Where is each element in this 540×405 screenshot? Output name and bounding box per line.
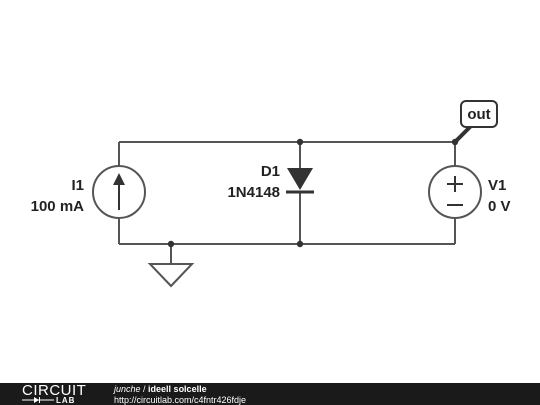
ground-icon <box>147 263 195 288</box>
circuit-url[interactable]: http://circuitlab.com/c4fntr426fdje <box>114 395 247 405</box>
voltage-source-v1[interactable] <box>428 165 482 219</box>
net-tag-box <box>460 100 498 128</box>
i1-name-label: I1 <box>71 177 84 194</box>
net-tag-leader <box>453 125 472 144</box>
d1-name-label: D1 <box>261 163 280 180</box>
footer-bar: CIRCUIT LAB junche / ideell solcelle htt… <box>0 383 540 405</box>
circuit-title[interactable]: ideell solcelle <box>148 384 207 394</box>
node-top-diode <box>296 138 304 146</box>
logo-diode-icon <box>22 397 54 403</box>
credit-separator: / <box>140 384 149 394</box>
author-name[interactable]: junche <box>114 384 141 394</box>
credit-line: junche / ideell solcelle <box>114 384 207 394</box>
current-arrow-icon <box>113 173 125 185</box>
diode-d1[interactable] <box>286 168 314 194</box>
i1-value-label: 100 mA <box>31 198 85 215</box>
current-source-i1[interactable] <box>92 165 146 219</box>
v1-value-label: 0 V <box>488 198 511 215</box>
wires <box>118 141 456 264</box>
node-bottom-diode <box>296 240 304 248</box>
ground-symbol <box>147 263 195 288</box>
circuitlab-logo[interactable]: CIRCUIT <box>22 382 87 399</box>
circuit-schematic: I1 100 mA D1 1N4148 V1 0 V out <box>31 100 511 288</box>
d1-model-label: 1N4148 <box>227 184 280 201</box>
circuitlab-logo-sub: LAB <box>56 396 76 405</box>
net-tag-label: out <box>467 106 490 123</box>
diode-triangle-icon <box>287 168 313 190</box>
v1-name-label: V1 <box>488 177 506 194</box>
node-bottom-ground <box>167 240 175 248</box>
net-tag-out[interactable]: out <box>453 100 498 144</box>
junction-nodes <box>167 138 459 248</box>
